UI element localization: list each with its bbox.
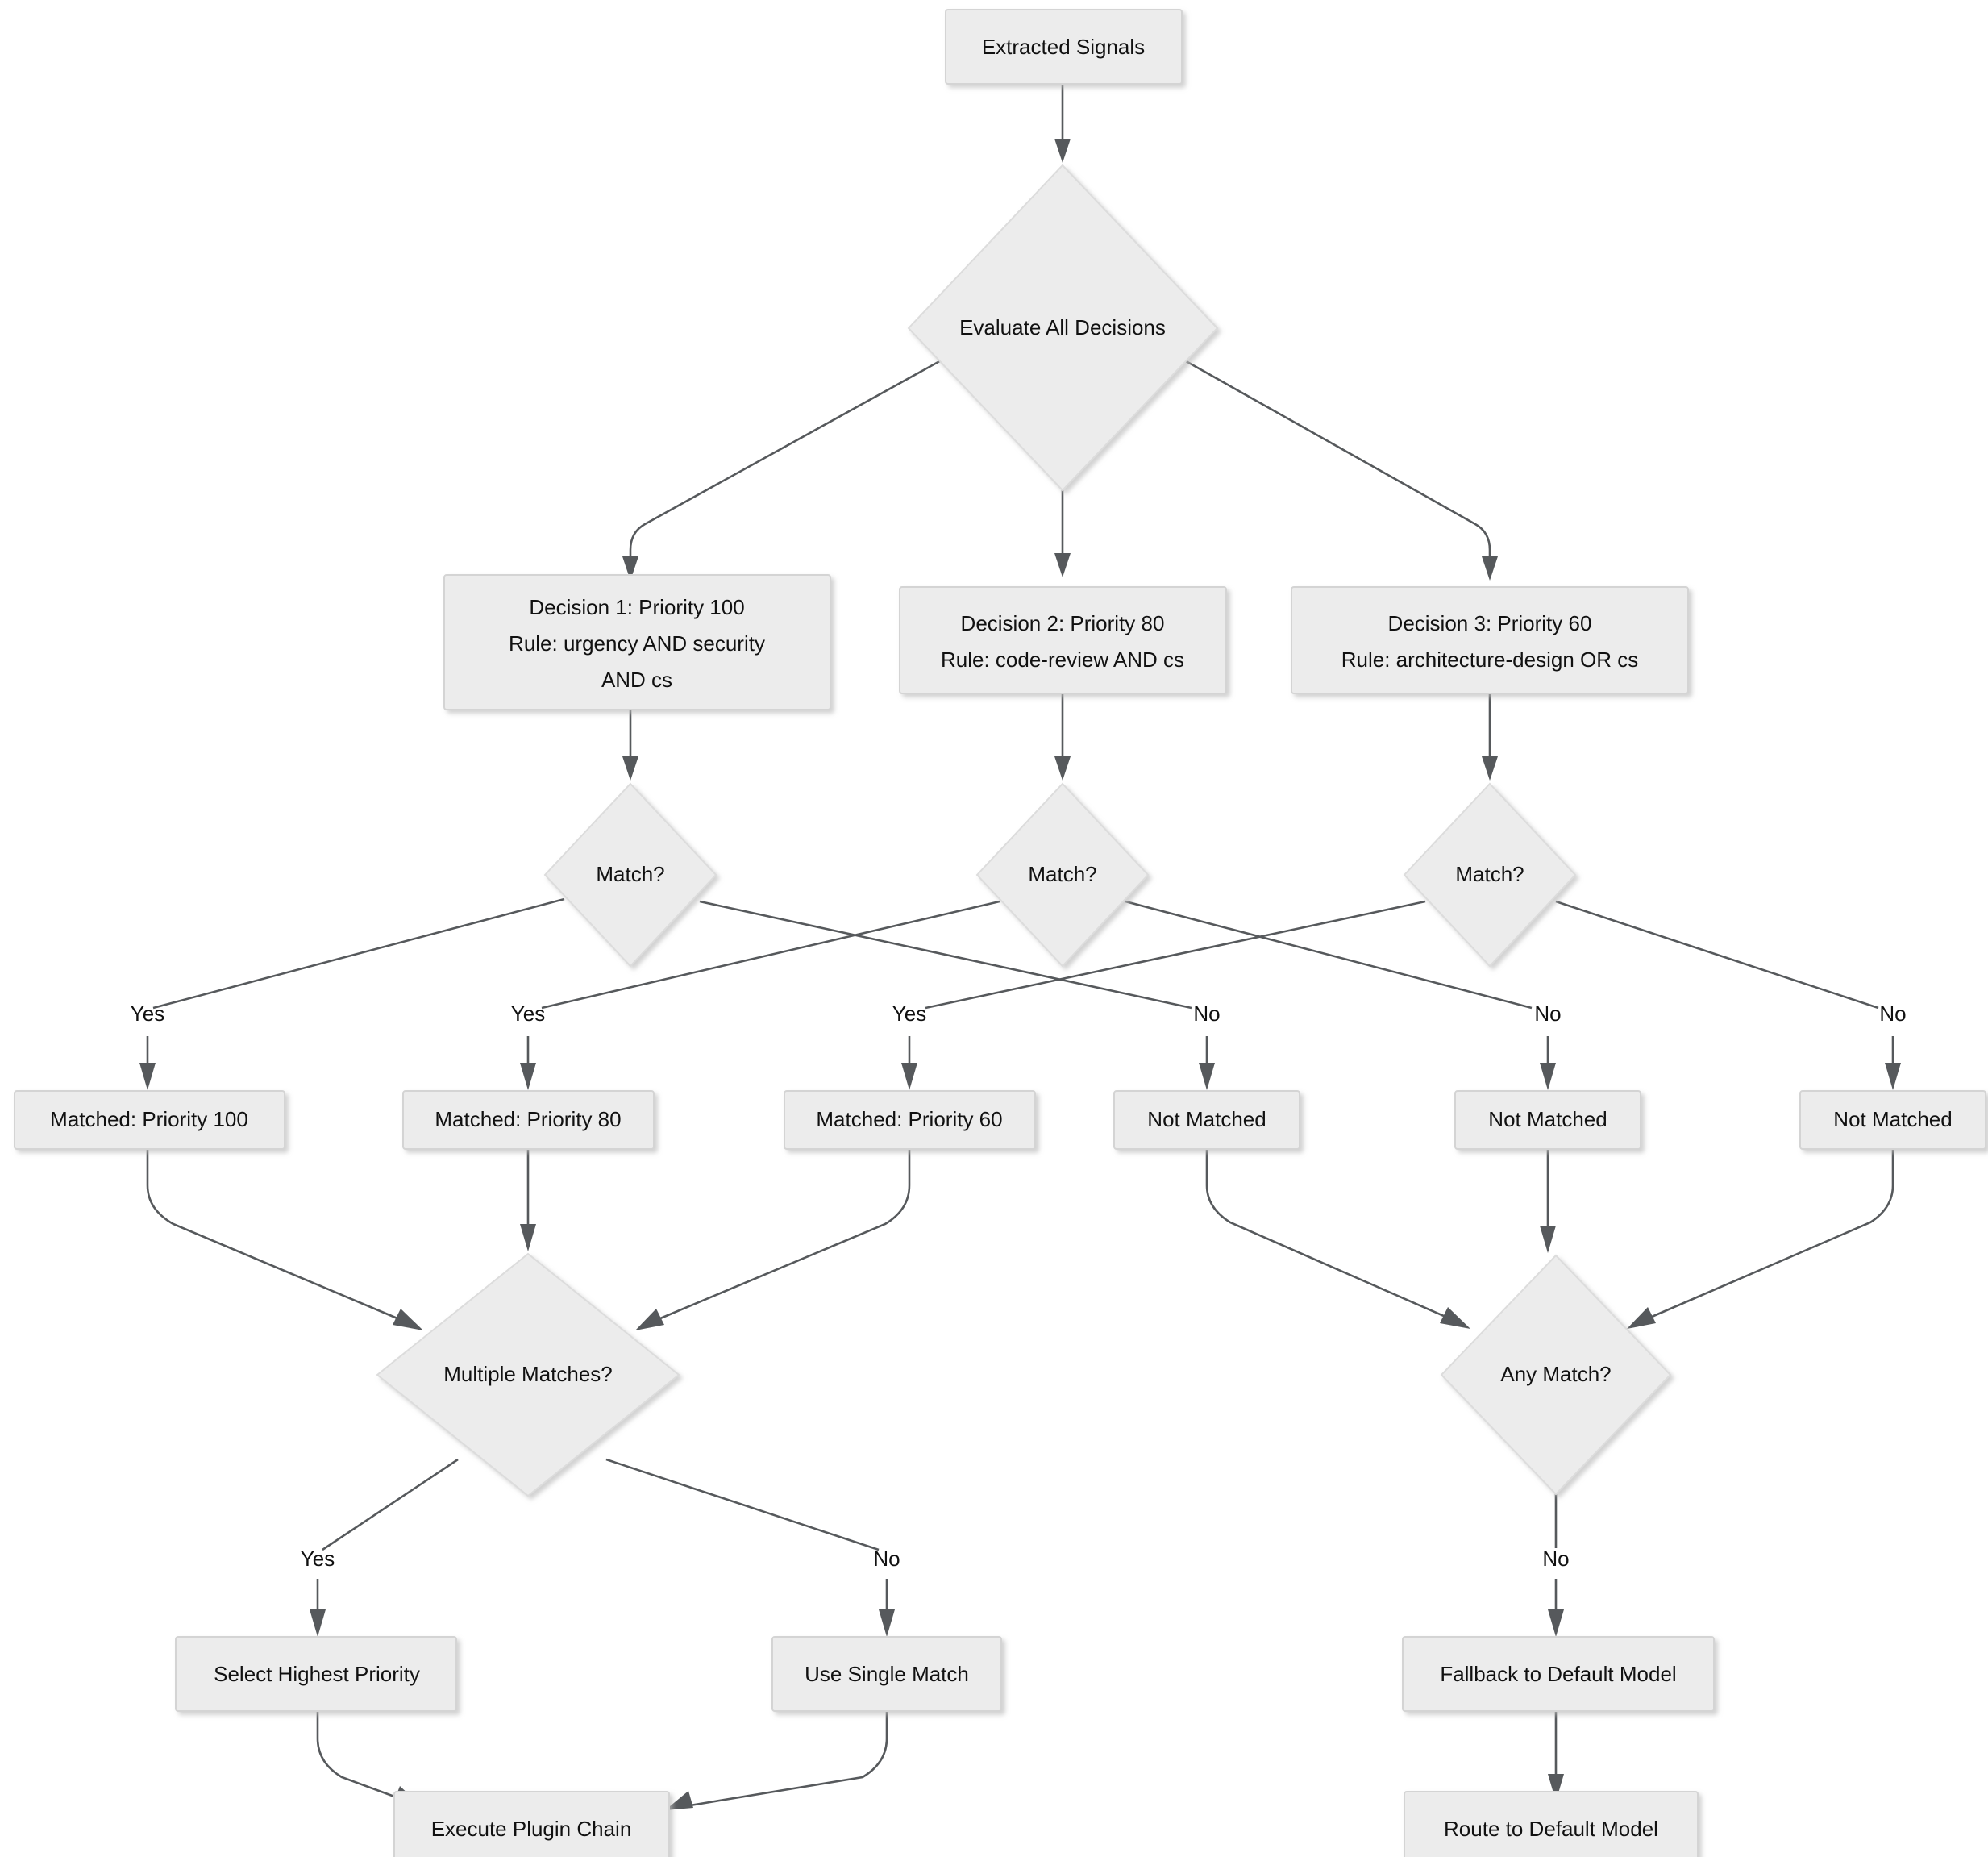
edge-evaluate-to-decision3 [1174,353,1498,581]
edge-matched100-to-multiple [146,1149,423,1330]
node-execute-plugin-chain[interactable]: Execute Plugin Chain [393,1791,670,1857]
evaluate-all-decisions-label: Evaluate All Decisions [959,315,1166,339]
edge-match2-no [1125,900,1533,1010]
decision-3-line-1: Decision 3: Priority 60 [1388,611,1592,635]
node-decision-3[interactable]: Decision 3: Priority 60 Rule: architectu… [1291,586,1689,694]
match-2-label: Match? [1028,862,1096,886]
node-not-matched-2[interactable]: Not Matched [1454,1090,1641,1150]
edge-notmatched2-to-anymatch [1540,1149,1556,1253]
use-single-match-label: Use Single Match [805,1662,969,1686]
edge-fallback-to-route [1548,1711,1564,1801]
select-highest-priority-label: Select Highest Priority [214,1662,420,1686]
node-match-3[interactable]: Match? [1403,782,1577,968]
decision-1-line-1: Decision 1: Priority 100 [529,595,744,619]
edge-match3-no-down [1885,1036,1901,1090]
node-any-match[interactable]: Any Match? [1440,1254,1672,1496]
edge-match2-yes-down [520,1036,536,1090]
route-to-default-model-label: Route to Default Model [1444,1817,1658,1841]
edge-match1-yes [152,897,565,1010]
decision-2-line-1: Decision 2: Priority 80 [961,611,1165,635]
edge-label-yes-3: Yes [892,1001,926,1026]
edge-evaluate-to-decision1 [622,353,952,581]
edge-matched60-to-multiple [635,1149,911,1330]
edge-label-yes-2: Yes [511,1001,545,1026]
node-use-single-match[interactable]: Use Single Match [771,1636,1002,1712]
edge-multiple-no-down [879,1579,895,1637]
edge-multiple-no [605,1458,880,1551]
edge-multiple-yes [322,1458,459,1551]
edge-notmatched1-to-anymatch [1205,1149,1470,1329]
node-not-matched-3[interactable]: Not Matched [1799,1090,1986,1150]
match-1-label: Match? [596,862,664,886]
edge-match3-yes-down [901,1036,917,1090]
node-not-matched-1[interactable]: Not Matched [1113,1090,1300,1150]
edge-match3-yes [925,900,1426,1010]
edge-decision2-to-match2 [1054,693,1071,781]
node-select-highest-priority[interactable]: Select Highest Priority [175,1636,457,1712]
not-matched-2-label: Not Matched [1488,1107,1607,1131]
node-matched-priority-100[interactable]: Matched: Priority 100 [14,1090,285,1150]
edge-decision1-to-match1 [622,710,638,781]
decision-1-line-3: AND cs [601,668,672,692]
node-extracted-signals[interactable]: Extracted Signals [945,9,1183,85]
not-matched-3-label: Not Matched [1833,1107,1952,1131]
edge-match3-no [1555,900,1879,1010]
edge-matched80-to-multiple [520,1149,536,1251]
node-match-2[interactable]: Match? [975,782,1150,968]
edge-match2-yes [541,900,1000,1010]
node-matched-priority-80[interactable]: Matched: Priority 80 [402,1090,655,1150]
any-match-label: Any Match? [1500,1362,1611,1386]
decision-3-line-2: Rule: architecture-design OR cs [1341,647,1638,672]
node-evaluate-all-decisions[interactable]: Evaluate All Decisions [907,164,1219,492]
decision-2-line-2: Rule: code-review AND cs [941,647,1184,672]
extracted-signals-label: Extracted Signals [982,35,1145,59]
node-match-1[interactable]: Match? [543,782,717,968]
match-3-label: Match? [1455,862,1524,886]
matched-priority-80-label: Matched: Priority 80 [435,1107,621,1131]
edge-notmatched3-to-anymatch [1627,1149,1894,1329]
edge-multiple-yes-down [310,1579,326,1637]
decision-1-line-2: Rule: urgency AND security [509,631,765,656]
node-route-to-default-model[interactable]: Route to Default Model [1404,1791,1699,1857]
not-matched-1-label: Not Matched [1147,1107,1266,1131]
edge-label-any-no: No [1542,1547,1569,1571]
edge-usesingle-to-execute [665,1711,888,1810]
multiple-matches-label: Multiple Matches? [443,1362,613,1386]
matched-priority-60-label: Matched: Priority 60 [816,1107,1002,1131]
edge-label-multiple-yes: Yes [301,1547,335,1571]
node-matched-priority-60[interactable]: Matched: Priority 60 [784,1090,1036,1150]
node-decision-2[interactable]: Decision 2: Priority 80 Rule: code-revie… [899,586,1227,694]
edge-label-no-1: No [1193,1001,1220,1026]
node-fallback-to-default-model[interactable]: Fallback to Default Model [1402,1636,1715,1712]
edge-signals-to-evaluate [1054,83,1071,163]
fallback-to-default-model-label: Fallback to Default Model [1440,1662,1676,1686]
node-decision-1[interactable]: Decision 1: Priority 100 Rule: urgency A… [443,574,831,710]
edge-label-no-3: No [1879,1001,1906,1026]
edge-decision3-to-match3 [1482,693,1498,781]
execute-plugin-chain-label: Execute Plugin Chain [431,1817,632,1841]
edge-match1-yes-down [139,1036,156,1090]
edge-match1-no-down [1199,1036,1215,1090]
edge-label-no-2: No [1534,1001,1561,1026]
matched-priority-100-label: Matched: Priority 100 [50,1107,248,1131]
edge-label-multiple-no: No [873,1547,900,1571]
edge-match2-no-down [1540,1036,1556,1090]
edge-label-yes-1: Yes [131,1001,164,1026]
node-multiple-matches[interactable]: Multiple Matches? [376,1252,680,1497]
edge-anymatch-no-down [1548,1579,1564,1637]
edge-match1-no [699,900,1192,1010]
